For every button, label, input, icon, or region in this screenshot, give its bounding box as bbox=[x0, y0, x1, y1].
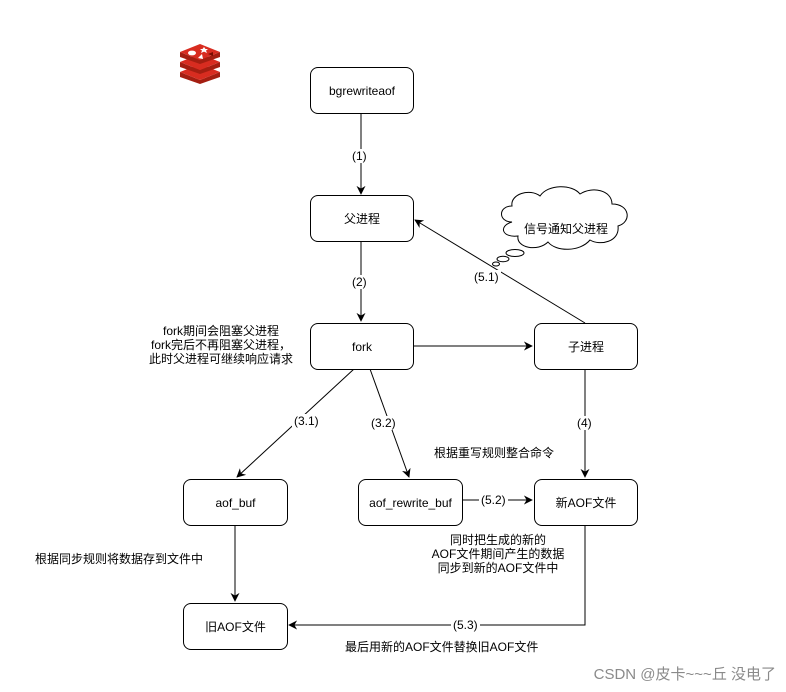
node-child-process-label: 子进程 bbox=[567, 340, 604, 354]
note-sync-rule: 根据同步规则将数据存到文件中 bbox=[35, 552, 204, 566]
cloud-bubble-large bbox=[505, 249, 525, 257]
node-parent-process-label: 父进程 bbox=[343, 212, 380, 226]
note-fork-line-3: 此时父进程可继续响应请求 bbox=[148, 352, 293, 366]
node-old-aof-file[interactable]: 旧AOF文件 bbox=[183, 603, 288, 650]
node-new-aof-file[interactable]: 新AOF文件 bbox=[534, 479, 638, 526]
note-sync-new-line-2: AOF文件期间产生的数据 bbox=[431, 547, 565, 561]
edge-label-step3-2: (3.2) bbox=[369, 416, 398, 430]
node-aof-rewrite-buf-label: aof_rewrite_buf bbox=[369, 495, 452, 510]
node-aof-rewrite-buf[interactable]: aof_rewrite_buf bbox=[358, 479, 463, 526]
node-parent-process[interactable]: 父进程 bbox=[310, 195, 414, 242]
watermark: CSDN @皮卡~~~丘 没电了 bbox=[593, 666, 776, 683]
cloud-bubble-medium bbox=[496, 255, 510, 263]
redis-logo-icon bbox=[180, 44, 220, 84]
edge-label-step5-2: (5.2) bbox=[479, 493, 508, 507]
note-fork: fork期间会阻塞父进程 fork完后不再阻塞父进程， 此时父进程可继续响应请求 bbox=[145, 324, 297, 366]
node-aof-buf[interactable]: aof_buf bbox=[183, 479, 288, 526]
note-rewrite-rule: 根据重写规则整合命令 bbox=[434, 446, 555, 460]
note-fork-line-1: fork期间会阻塞父进程 bbox=[162, 324, 279, 338]
edge-label-step3-1: (3.1) bbox=[292, 414, 321, 428]
note-replace: 最后用新的AOF文件替换旧AOF文件 bbox=[345, 640, 539, 654]
edge-new-aof-to-old-aof bbox=[288, 525, 586, 630]
edge-label-step5-3: (5.3) bbox=[451, 618, 480, 632]
cloud-text: 信号通知父进程 bbox=[524, 222, 609, 236]
note-sync-new-line-3: 同步到新的AOF文件中 bbox=[437, 561, 559, 575]
node-bgrewriteaof[interactable]: bgrewriteaof bbox=[310, 67, 414, 114]
edge-label-step2: (2) bbox=[350, 275, 369, 289]
node-fork-label: fork bbox=[351, 339, 372, 354]
node-aof-buf-label: aof_buf bbox=[215, 495, 256, 510]
note-fork-line-2: fork完后不再阻塞父进程， bbox=[150, 338, 291, 352]
node-fork[interactable]: fork bbox=[310, 323, 414, 370]
note-sync-new: 同时把生成的新的 AOF文件期间产生的数据 同步到新的AOF文件中 bbox=[428, 533, 568, 575]
cloud-bubble-small bbox=[492, 261, 500, 267]
edge-label-step5-1: (5.1) bbox=[472, 270, 501, 284]
edge-label-step4: (4) bbox=[575, 416, 594, 430]
thought-cloud bbox=[492, 186, 628, 267]
cloud-shape bbox=[501, 186, 628, 250]
node-child-process[interactable]: 子进程 bbox=[534, 323, 638, 370]
node-bgrewriteaof-label: bgrewriteaof bbox=[328, 83, 396, 98]
node-old-aof-file-label: 旧AOF文件 bbox=[205, 620, 266, 634]
note-sync-new-line-1: 同时把生成的新的 bbox=[449, 533, 546, 547]
edge-label-step1: (1) bbox=[350, 149, 369, 163]
node-new-aof-file-label: 新AOF文件 bbox=[555, 496, 617, 510]
